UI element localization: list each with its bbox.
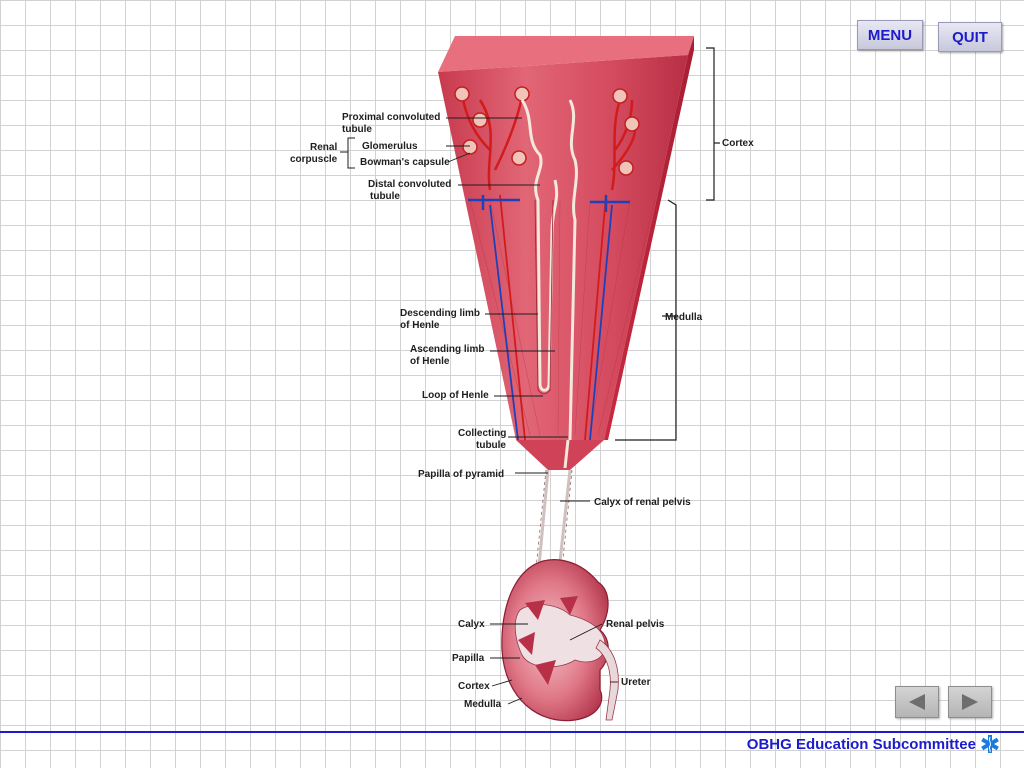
right-brackets [615,47,720,441]
next-slide-button[interactable] [948,686,992,718]
label-corpuscle: corpuscle [290,154,338,165]
glomeruli [454,86,640,176]
quit-button[interactable]: QUIT [938,22,1002,52]
label-medulla-wedge: Medulla [665,312,703,323]
loop-of-henle-outline [534,199,554,395]
diagram-labels: Proximal convoluted tubule Renal corpusc… [290,112,754,710]
label-renal-pelvis: Renal pelvis [606,619,665,630]
right-triangle-icon [962,694,978,710]
label-cortex-wedge: Cortex [722,138,754,149]
label-renal: Renal [310,142,337,153]
label-descending-limb: Descending limb [400,308,480,319]
label-proximal-convoluted: Proximal convoluted [342,112,440,123]
label-cortex-kidney: Cortex [458,681,490,692]
wedge-side-face [604,36,694,440]
renal-tissue-wedge [438,36,694,470]
label-papilla-of-pyramid: Papilla of pyramid [418,469,504,480]
renal-pelvis-area [514,604,606,668]
label-papilla: Papilla [452,653,485,664]
ureter-shape [595,639,619,721]
papilla-tip [516,440,604,470]
kidney-cross-section [501,559,619,722]
label-ureter: Ureter [621,677,651,688]
star-of-life-icon [981,735,999,753]
veins [468,195,630,441]
leader-lines [446,117,618,705]
label-ascending-limb: Ascending limb [410,344,484,355]
label-proximal-tubule: tubule [342,124,372,135]
label-calyx: Calyx [458,619,485,630]
label-medulla-kidney: Medulla [464,699,502,710]
left-triangle-icon [909,694,925,710]
label-collecting: Collecting [458,428,506,439]
footer-org-name: OBHG Education Subcommittee [746,736,976,753]
renal-corpuscle-bracket [340,137,355,169]
footer-divider [0,731,1024,733]
previous-slide-button[interactable] [895,686,939,718]
label-distal-tubule: tubule [370,191,400,202]
kidney-pyramids [518,596,578,685]
label-loop-of-henle: Loop of Henle [422,390,489,401]
label-distal-convoluted: Distal convoluted [368,179,451,190]
label-collecting-tubule: tubule [476,440,506,451]
wedge-top-face [438,36,694,72]
wedge-front-face [438,55,688,440]
menu-button[interactable]: MENU [857,20,923,50]
label-ascending-henle: of Henle [410,356,450,367]
label-calyx-of-renal-pelvis: Calyx of renal pelvis [594,497,691,508]
label-bowmans-capsule: Bowman's capsule [360,157,450,168]
label-glomerulus: Glomerulus [362,141,418,152]
label-descending-henle: of Henle [400,320,440,331]
